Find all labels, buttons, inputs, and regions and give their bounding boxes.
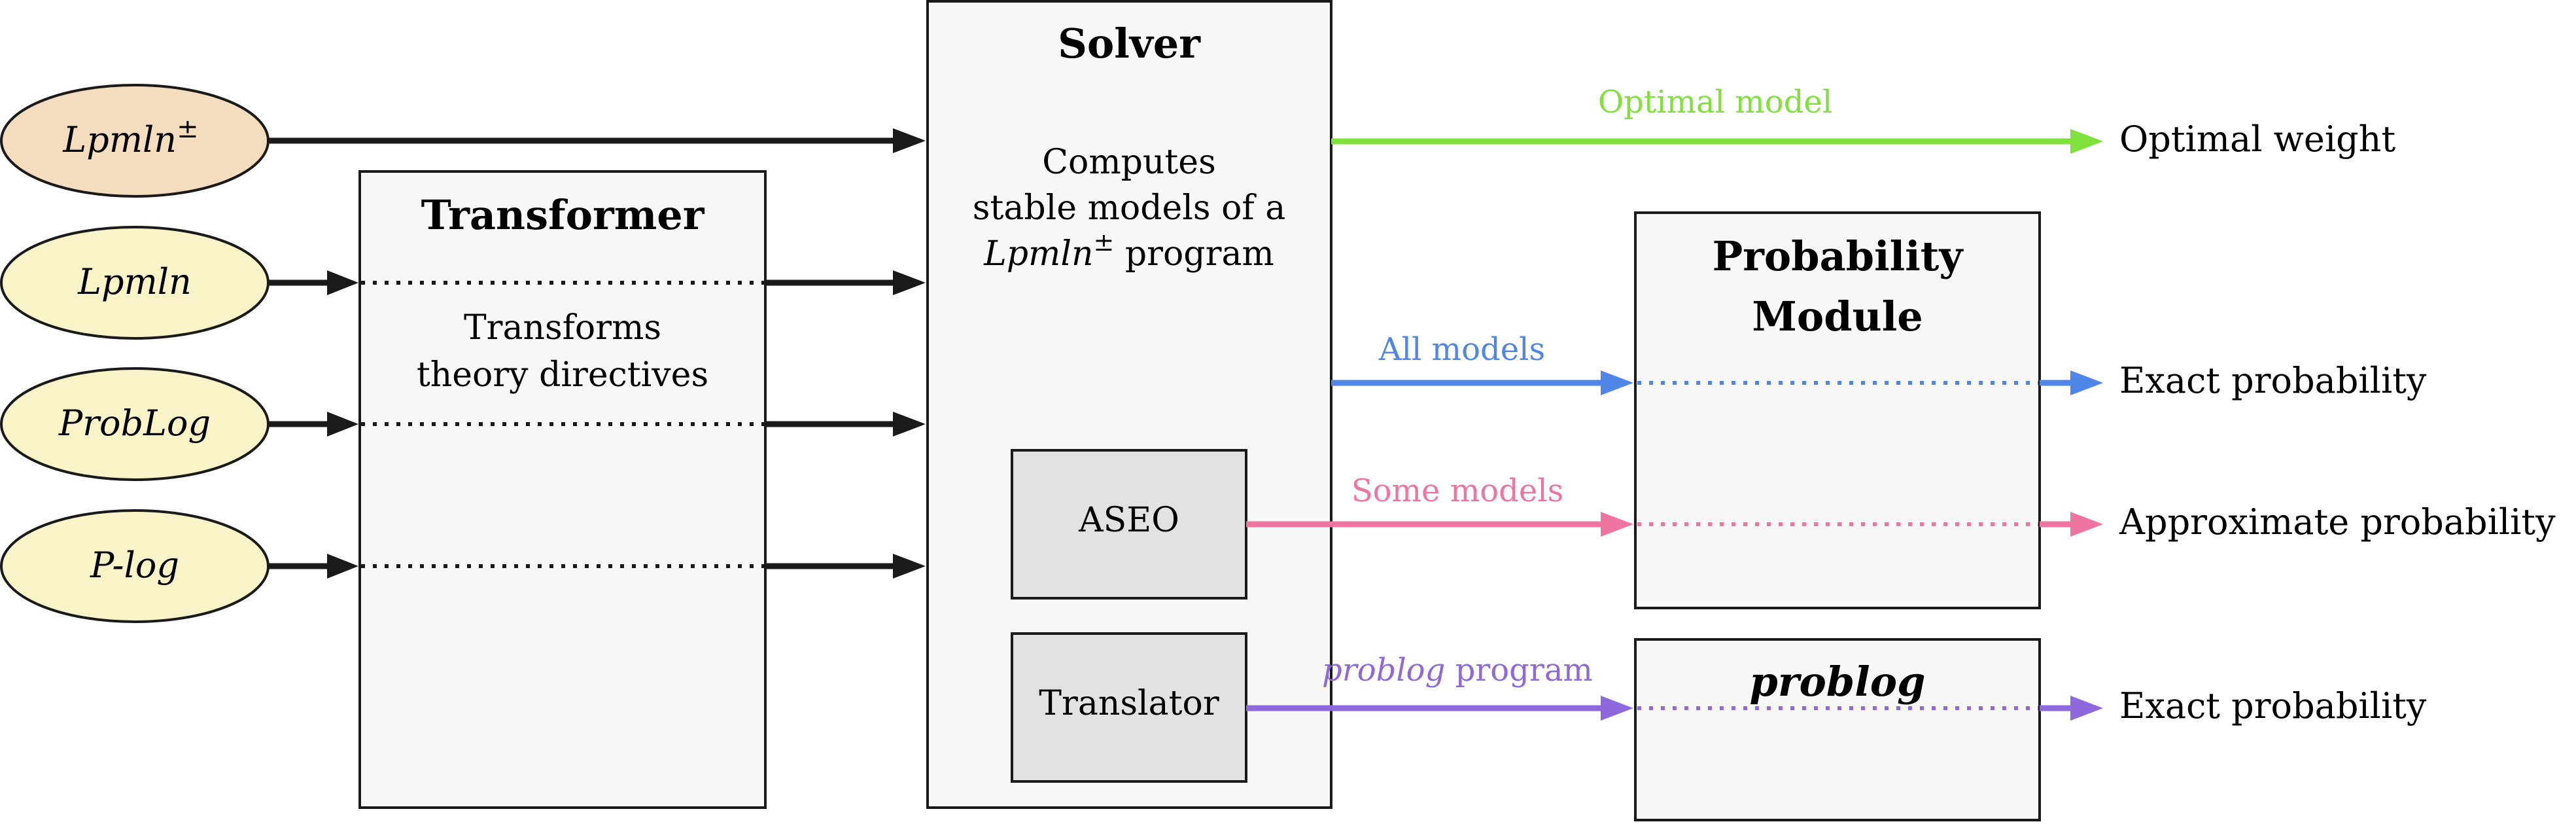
solver-title: Solver xyxy=(1058,20,1201,67)
transformer-title: Transformer xyxy=(421,191,705,239)
probability-module-title-line1: Probability xyxy=(1713,232,1964,280)
probability-module-box xyxy=(1634,211,2041,609)
arrowhead xyxy=(2070,129,2103,154)
arrowhead xyxy=(893,554,926,579)
solver-desc-line3: Lpmln± program xyxy=(983,228,1274,274)
some-models-label: Some models xyxy=(1351,473,1564,509)
optimal-model-label: Optimal model xyxy=(1598,84,1832,120)
all-models-label: All models xyxy=(1378,331,1545,368)
arrowhead xyxy=(327,554,358,579)
transformer-desc-line1: Transforms xyxy=(464,308,661,348)
arrowhead xyxy=(1601,370,1633,395)
input-lpmln-pm-label: Lpmln± xyxy=(62,114,198,160)
output-exact-probability-2: Exact probability xyxy=(2119,685,2427,726)
aseo-label: ASEO xyxy=(1078,501,1179,540)
arrowhead xyxy=(327,412,358,437)
arrowhead xyxy=(893,412,926,437)
problog-box xyxy=(1634,638,2041,821)
transformer-desc-line2: theory directives xyxy=(417,355,708,395)
probability-module-title-line2: Module xyxy=(1752,293,1923,340)
translator-box xyxy=(1011,632,1247,783)
input-plog-label: P-log xyxy=(90,545,179,586)
translator-label: Translator xyxy=(1039,684,1219,723)
aseo-box xyxy=(1011,449,1247,600)
arrowhead xyxy=(327,270,358,295)
arrowhead xyxy=(1601,512,1633,537)
input-lpmln-label: Lpmln xyxy=(77,261,192,302)
problog-program-label: problog program xyxy=(1322,652,1593,689)
arrowhead xyxy=(1601,696,1633,721)
output-exact-probability-1: Exact probability xyxy=(2119,360,2427,401)
problog-box-title: problog xyxy=(1750,658,1926,706)
output-optimal-weight: Optimal weight xyxy=(2119,118,2395,160)
arrowhead xyxy=(2070,512,2103,537)
arrowhead xyxy=(2070,696,2103,721)
arrowhead xyxy=(893,128,926,153)
transformer-box xyxy=(358,170,767,809)
solver-desc-line1: Computes xyxy=(1042,143,1216,182)
input-problog-label: ProbLog xyxy=(58,403,211,444)
solver-desc-line2: stable models of a xyxy=(973,188,1285,228)
output-approximate-probability: Approximate probability xyxy=(2119,501,2556,543)
arrowhead xyxy=(2070,370,2103,395)
arrowhead xyxy=(893,270,926,295)
